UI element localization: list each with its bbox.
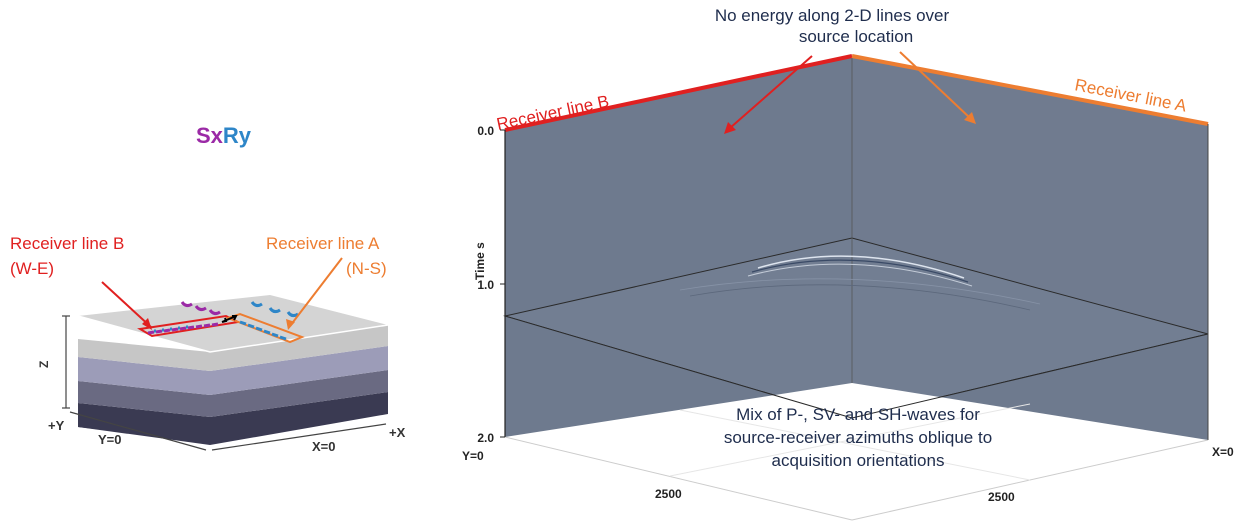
slice-edge-left (504, 315, 853, 419)
top-note-line2: source location (799, 27, 913, 46)
wavefront-arcs (679, 255, 1041, 311)
receiver-a-pointer (289, 257, 343, 327)
receiver-markers-b (147, 322, 219, 335)
receiver-a-label: Receiver line A (266, 234, 380, 253)
top-note-line1: No energy along 2-D lines over (715, 6, 950, 25)
layer-2 (78, 346, 388, 395)
y-axis-line (69, 411, 207, 451)
time-tick-0: 0.0 (477, 124, 494, 138)
receiver-line-a-edge (851, 54, 1209, 126)
title-ry: Ry (223, 123, 252, 148)
bottom-note-line3: acquisition orientations (772, 451, 945, 470)
receiver-a-arrowhead (286, 319, 295, 330)
receiver-markers-back (180, 301, 299, 318)
layered-model: SxRy Receive (10, 123, 406, 454)
time-tick-2: 2.0 (477, 431, 494, 445)
title-sx: Sx (196, 123, 224, 148)
bottom-note-line2: source-receiver azimuths oblique to (724, 428, 992, 447)
top-edge (77, 315, 389, 353)
plus-x-label: +X (389, 425, 406, 440)
time-axis-label: Time s (473, 242, 487, 280)
receiver-b-direction: (W-E) (10, 259, 54, 278)
y0-label: Y=0 (98, 432, 122, 447)
source-arrow-icon (221, 315, 238, 323)
layer-1 (78, 325, 388, 371)
seismic-volume: Receiver line B Receiver line A No energ… (462, 6, 1234, 521)
z-axis-label: Z (37, 361, 51, 368)
top-note-arrow-red (729, 55, 813, 129)
component-title: SxRy (196, 123, 252, 148)
x0-label: X=0 (312, 439, 336, 454)
x0-label-right: X=0 (1212, 445, 1234, 459)
top-note-arrow-orange (899, 51, 971, 119)
distance-tick-right: 2500 (988, 490, 1015, 504)
volume-floor (505, 383, 1208, 520)
receiver-b-pointer (101, 281, 153, 329)
receiver-b-label: Receiver line B (10, 234, 124, 253)
receiver-markers-a (239, 320, 287, 341)
slice-edge-right (851, 333, 1209, 419)
plus-y-label: +Y (48, 418, 65, 433)
x-axis-line (211, 423, 387, 451)
receiver-b-arrowhead (142, 318, 152, 330)
time-tick-1: 1.0 (477, 278, 494, 292)
layer-4 (78, 392, 388, 445)
y0-label-right: Y=0 (462, 449, 484, 463)
top-note-arrowhead-red (724, 122, 736, 134)
distance-tick-left: 2500 (655, 487, 682, 501)
layer-3 (78, 370, 388, 417)
bottom-note-line1: Mix of P-, SV- and SH-waves for (736, 405, 980, 424)
receiver-line-b-edge (504, 54, 853, 132)
top-note-arrowhead-orange (964, 112, 976, 124)
receiver-a-direction: (N-S) (346, 259, 387, 278)
floor-edge-left (504, 436, 853, 521)
